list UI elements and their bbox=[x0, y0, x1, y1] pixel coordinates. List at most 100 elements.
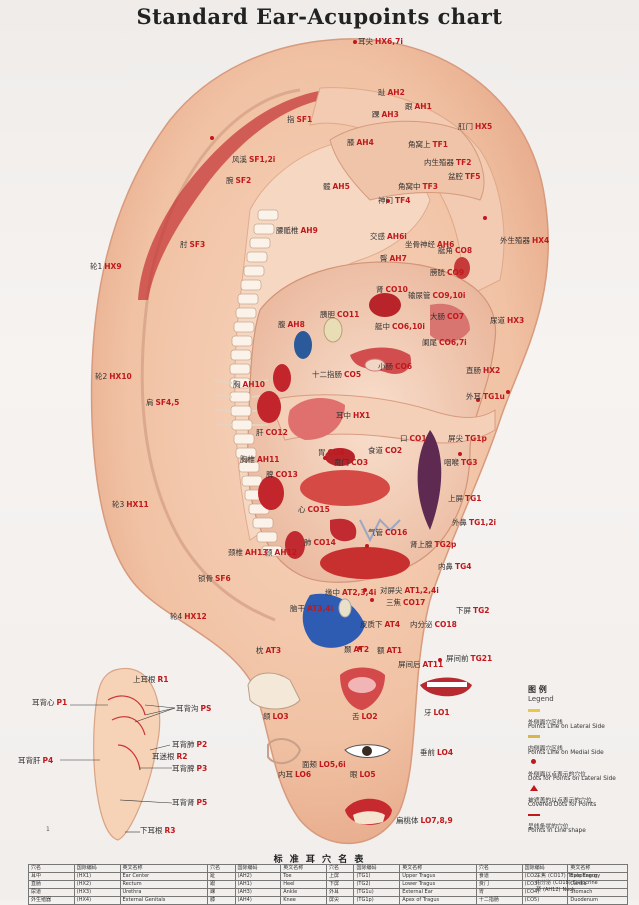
table-cell: Knee bbox=[280, 896, 328, 905]
table-extra-3: 颈(AH12)Neck bbox=[536, 887, 575, 893]
legend-item-zh: 外侧面穴区线 bbox=[528, 720, 563, 726]
legend-item-en: Dots for Points on Lateral Side bbox=[528, 776, 616, 782]
table-cell: Upper Tragus bbox=[399, 872, 477, 881]
table-cell: (CO5) bbox=[521, 896, 569, 905]
table-cell: (TG2) bbox=[353, 880, 401, 889]
legend-item-zh: 呈线条状的穴位 bbox=[528, 824, 569, 830]
table-cell: (TG1) bbox=[353, 872, 401, 881]
lobe-features bbox=[247, 667, 472, 825]
table-header-cell: 国际编码 bbox=[234, 864, 282, 873]
table-cell: 胃 bbox=[475, 888, 523, 897]
legend-item-zh: 被遮盖的以点表示的穴位 bbox=[528, 798, 592, 804]
table-cell: Rectum bbox=[119, 880, 209, 889]
legend-item: 外侧面以点表示的穴位 Dots for Points on Lateral Si… bbox=[528, 757, 638, 783]
table-cell: 外耳 bbox=[326, 888, 355, 897]
legend-item: 被遮盖的以点表示的穴位 Covered Dots for Points bbox=[528, 783, 638, 809]
legend-item-en: Covered Dots for Points bbox=[528, 802, 597, 808]
table-header-cell: 英文名称 bbox=[280, 864, 328, 873]
table-cell: 下屏 bbox=[326, 880, 355, 889]
legend: 图 例 Legend 外侧面穴区线 Points Line on Lateral… bbox=[528, 684, 638, 835]
table-cell: (HX3) bbox=[73, 888, 121, 897]
table-cell: 上屏 bbox=[326, 872, 355, 881]
table-cell: External Genitals bbox=[119, 896, 209, 905]
table-cell: Heel bbox=[280, 880, 328, 889]
legend-item: 外侧面穴区线 Points Line on Lateral Side bbox=[528, 705, 638, 731]
table-cell: (AH2) bbox=[234, 872, 282, 881]
table-cell: Duodenum bbox=[567, 896, 628, 905]
table-cell: (HX2) bbox=[73, 880, 121, 889]
legend-item-en: Points in Line shape bbox=[528, 828, 586, 834]
legend-title: 图 例 bbox=[528, 685, 547, 694]
table-header-cell: 穴名 bbox=[475, 864, 523, 873]
table-cell: Apex of Tragus bbox=[399, 896, 477, 905]
organ-illustrations bbox=[257, 257, 470, 648]
table-cell: (TG1u) bbox=[353, 888, 401, 897]
legend-item-en: Points Line on Lateral Side bbox=[528, 724, 605, 730]
table-cell: 外生殖器 bbox=[28, 896, 75, 905]
triangle-icon bbox=[530, 785, 538, 791]
table-cell: 耳中 bbox=[28, 872, 75, 881]
legend-item: 呈线条状的穴位 Points in Line shape bbox=[528, 809, 638, 835]
legend-item: 内侧面穴区线 Points Line on Medial Side bbox=[528, 731, 638, 757]
table-cell: Lower Tragus bbox=[399, 880, 477, 889]
table-cell: 趾 bbox=[207, 872, 236, 881]
table-cell: 十二指肠 bbox=[475, 896, 523, 905]
table-extra-1: 三焦(CO17)Triple Energy bbox=[536, 873, 601, 879]
table-cell: (AH1) bbox=[234, 880, 282, 889]
table-cell: 食道 bbox=[475, 872, 523, 881]
table-cell: 屏尖 bbox=[326, 896, 355, 905]
table-header-cell: 穴名 bbox=[28, 864, 75, 873]
table-row: 直肠(HX2)Rectum 跟(AH1)Heel 下屏(TG2)Lower Tr… bbox=[28, 880, 628, 889]
dot-icon bbox=[531, 759, 536, 764]
spine-illustration bbox=[229, 209, 283, 557]
names-table-title: 标 准 耳 穴 名 表 bbox=[273, 855, 366, 865]
